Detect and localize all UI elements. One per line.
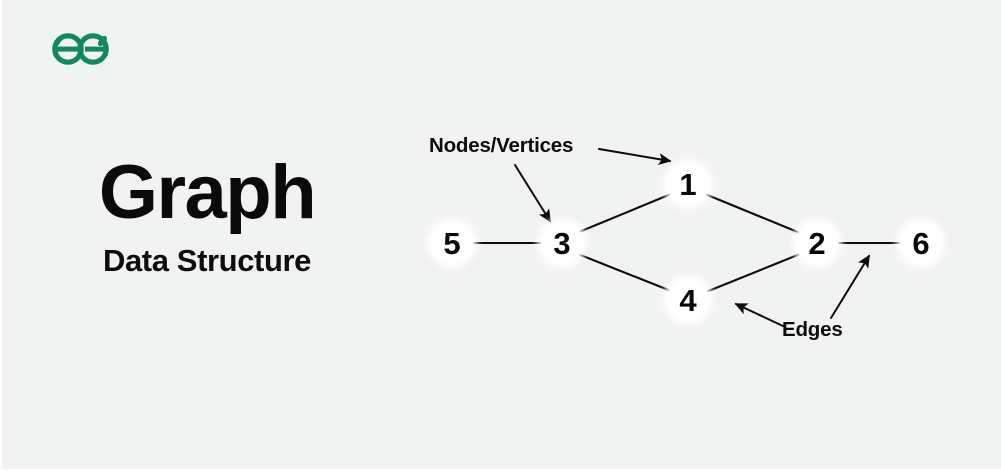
- graph-node-2: 2: [796, 222, 838, 264]
- geeksforgeeks-logo: [46, 26, 120, 68]
- edge-4-2: [704, 252, 802, 294]
- graph-node-6: 6: [900, 222, 942, 264]
- annotation-label-nodes-vertices: Nodes/Vertices: [429, 134, 574, 157]
- annotation-label-edges: Edges: [782, 318, 843, 341]
- title-block: Graph Data Structure: [2, 150, 412, 278]
- pointer-edges-to-edge-2-6: [830, 254, 870, 319]
- graph-node-4: 4: [667, 279, 709, 321]
- edge-3-1: [577, 192, 673, 234]
- pointer-nodes-to-1: [598, 148, 672, 166]
- graph-node-3: 3: [541, 222, 583, 264]
- graph-node-5: 5: [431, 222, 473, 264]
- pointer-edges-to-edge-4-2: [734, 303, 784, 327]
- graph-node-1: 1: [667, 163, 709, 205]
- pointer-nodes-to-3: [514, 164, 551, 223]
- page-subtitle: Data Structure: [102, 243, 311, 278]
- page-title: Graph: [98, 150, 317, 235]
- edge-3-4: [576, 252, 673, 293]
- edge-1-2: [703, 192, 802, 235]
